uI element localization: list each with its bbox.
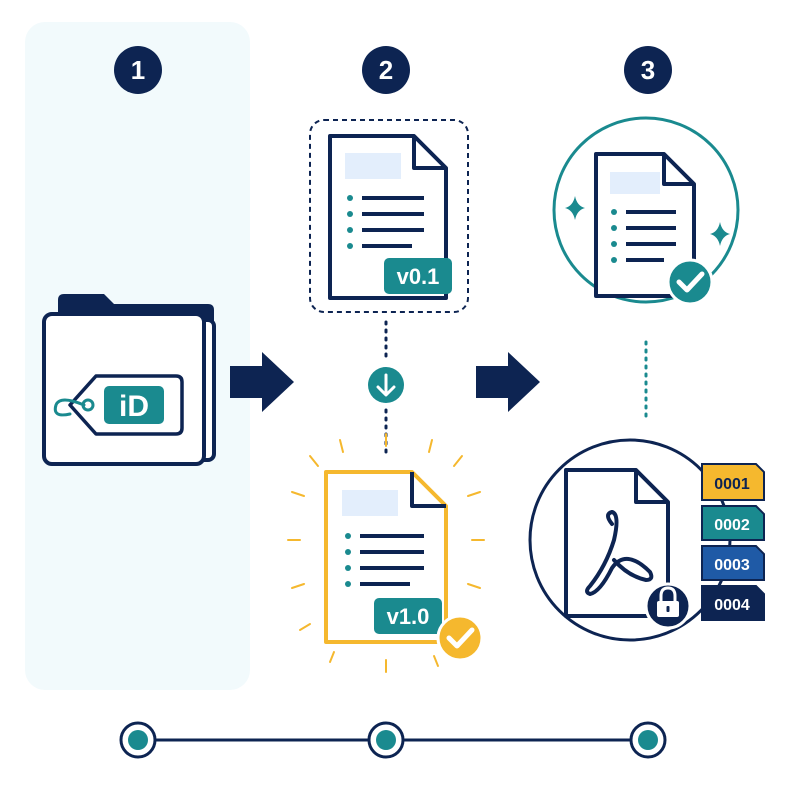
final-glow-rays — [287, 433, 485, 673]
final-checkmark-icon — [436, 614, 484, 662]
timeline-node-1 — [119, 721, 157, 759]
approved-checkmark-icon — [666, 258, 714, 306]
draft-version-label: v0.1 — [397, 264, 440, 289]
lock-icon — [644, 582, 692, 630]
pdf-icon — [585, 510, 654, 596]
timeline-node-3 — [629, 721, 667, 759]
code-label-0004: 0004 — [714, 597, 750, 614]
code-label-0002: 0002 — [714, 517, 750, 534]
draft-document-icon — [328, 134, 448, 300]
step-badge-2: 2 — [362, 46, 410, 94]
id-tag-icon: iD — [53, 374, 184, 436]
id-tag-label: iD — [119, 390, 149, 423]
code-tab-0003: 0003 — [701, 545, 765, 581]
step-number-2: 2 — [379, 55, 393, 85]
draft-version-badge: v0.1 — [384, 258, 452, 294]
timeline-node-2 — [367, 721, 405, 759]
final-version-badge: v1.0 — [374, 598, 442, 634]
code-tab-0001: 0001 — [701, 463, 765, 501]
arrow-down-icon — [368, 367, 404, 403]
approved-document-icon — [594, 152, 696, 298]
arrow-step2-to-step3 — [476, 352, 540, 412]
step-number-3: 3 — [641, 55, 655, 85]
code-tab-0002: 0002 — [701, 505, 765, 541]
draft-selection-box — [309, 119, 469, 313]
arrow-step1-to-step2 — [230, 352, 294, 412]
sparkle-icon — [565, 196, 730, 246]
step-number-1: 1 — [131, 55, 145, 85]
code-tab-0004: 0004 — [701, 585, 765, 621]
final-version-label: v1.0 — [387, 604, 430, 629]
step-badge-1: 1 — [114, 46, 162, 94]
step-badge-3: 3 — [624, 46, 672, 94]
code-label-0001: 0001 — [714, 476, 750, 493]
code-label-0003: 0003 — [714, 557, 750, 574]
